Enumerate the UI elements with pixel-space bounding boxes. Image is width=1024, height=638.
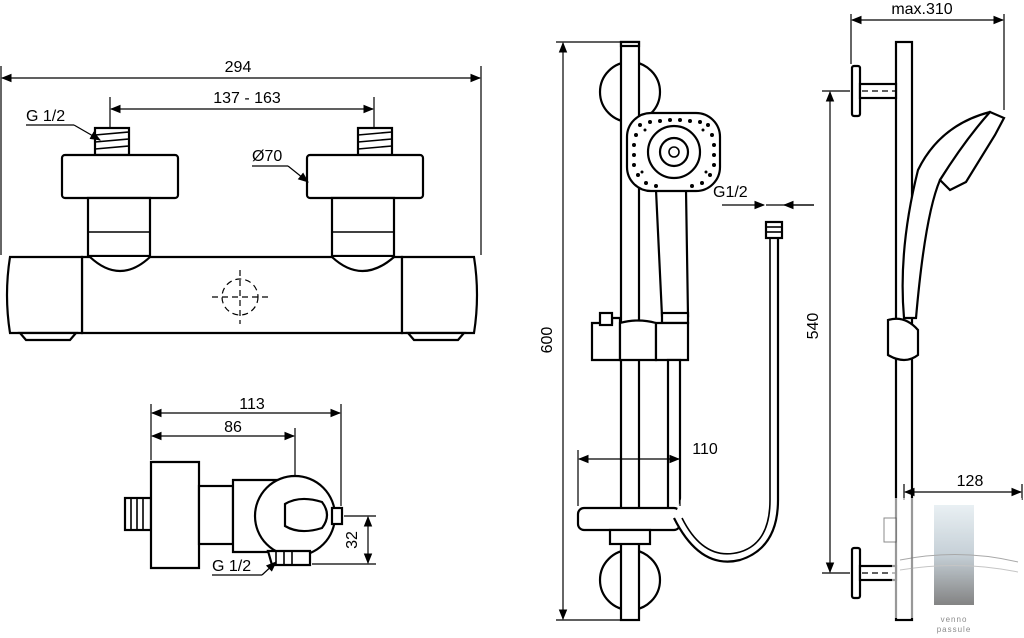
inlet-thread-label: G 1/2: [26, 108, 65, 125]
overall-width-label: 294: [225, 59, 252, 76]
right-cover-cap: [305, 153, 425, 200]
centres-label: 137 - 163: [213, 90, 281, 107]
slider-body: [618, 319, 658, 362]
slider-stem: [666, 358, 682, 512]
side-shower-face: [938, 110, 1006, 192]
hand-shower-handle: [654, 188, 690, 318]
outlet-height-label: 32: [344, 531, 361, 549]
outlet-thread-label: G 1/2: [212, 558, 251, 575]
left-cover-cap: [60, 153, 180, 200]
left-connector: [86, 196, 152, 258]
cover-diameter-label: Ø70: [252, 148, 282, 165]
shower-hose: [673, 238, 780, 563]
mixer-front-view: 294 137 - 163 G 1/2 Ø70: [0, 59, 482, 342]
wall-offset-label: 128: [957, 473, 984, 490]
right-connector: [330, 196, 396, 258]
left-handle-foot: [17, 331, 79, 342]
watermark-line2: passule: [937, 625, 972, 634]
side-top-bracket-plate: [850, 64, 862, 118]
slider-right: [654, 321, 690, 362]
watermark-logo: venno passule: [883, 498, 1022, 634]
rail-height-label: 600: [539, 327, 556, 354]
slider-knob: [598, 311, 614, 327]
watermark-line1: venno: [941, 615, 968, 624]
bracket-distance-label: 540: [805, 313, 822, 340]
side-handle-lever: [283, 497, 329, 533]
depth-total-label: 113: [239, 396, 265, 413]
right-connector-curve: [331, 256, 395, 272]
side-handle-tip: [330, 506, 344, 526]
shower-set-side-view: max.310 540 128: [805, 1, 1023, 622]
side-inlet-thread: [123, 496, 153, 532]
soap-dish-holder: [608, 528, 652, 546]
hand-shower-collar: [660, 311, 690, 325]
hose-nut: [764, 220, 784, 240]
max-projection-label: max.310: [891, 1, 952, 18]
soap-dish: [576, 506, 682, 532]
side-body-neck: [197, 484, 235, 546]
right-handle: [400, 255, 479, 335]
side-outlet: [266, 549, 312, 567]
right-handle-foot: [405, 331, 467, 342]
side-cover-cap: [149, 460, 201, 570]
left-handle: [5, 255, 84, 335]
mixer-side-view: 113 86 32 G 1/2: [123, 396, 376, 576]
depth-axis-label: 86: [224, 419, 242, 436]
side-bottom-bracket-plate: [850, 546, 862, 600]
projection-label: 110: [692, 441, 718, 458]
rail-cap: [619, 40, 641, 48]
shower-set-front-view: 600 G1/2 110: [539, 40, 814, 622]
left-connector-curve: [89, 256, 151, 272]
side-slider: [886, 317, 920, 362]
spray-nozzles: [632, 118, 716, 188]
hose-thread-label: G1/2: [713, 184, 748, 201]
